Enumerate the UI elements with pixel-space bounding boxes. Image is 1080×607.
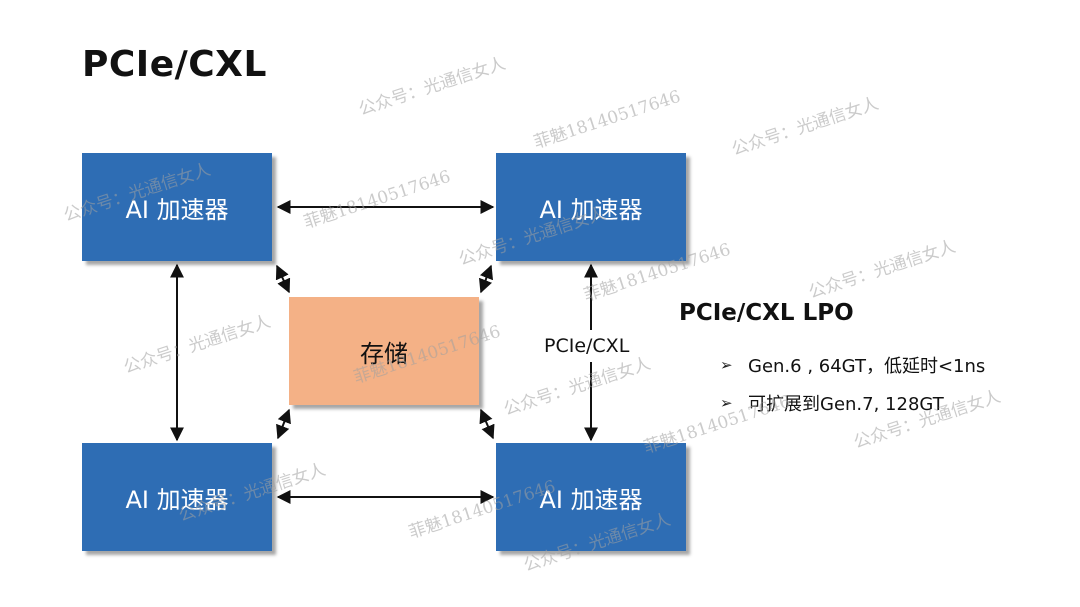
arrow-diag-tr <box>478 264 494 294</box>
accelerator-bottom-left: AI 加速器 <box>82 443 272 551</box>
arrow-bullet-icon: ➢ <box>720 356 733 374</box>
arrow-diag-tl <box>275 264 291 294</box>
accelerator-top-left: AI 加速器 <box>82 153 272 261</box>
arrow-diag-br <box>479 408 495 440</box>
list-item: ➢ Gen.6 , 64GT，低延时<1ns <box>720 346 985 384</box>
panel-title: PCIe/CXL LPO <box>679 300 854 326</box>
accelerator-top-right: AI 加速器 <box>496 153 686 261</box>
page-title: PCIe/CXL <box>82 44 267 85</box>
storage-node: 存储 <box>289 297 479 405</box>
feature-list: ➢ Gen.6 , 64GT，低延时<1ns ➢ 可扩展到Gen.7, 128G… <box>720 346 985 422</box>
arrow-bullet-icon: ➢ <box>720 394 733 412</box>
arrow-diag-bl <box>276 408 291 440</box>
link-label: PCIe/CXL <box>542 335 632 357</box>
accelerator-bottom-right: AI 加速器 <box>496 443 686 551</box>
bullet-text: 可扩展到Gen.7, 128GT <box>748 394 944 415</box>
list-item: ➢ 可扩展到Gen.7, 128GT <box>720 384 985 422</box>
bullet-text: Gen.6 , 64GT，低延时<1ns <box>748 356 986 377</box>
